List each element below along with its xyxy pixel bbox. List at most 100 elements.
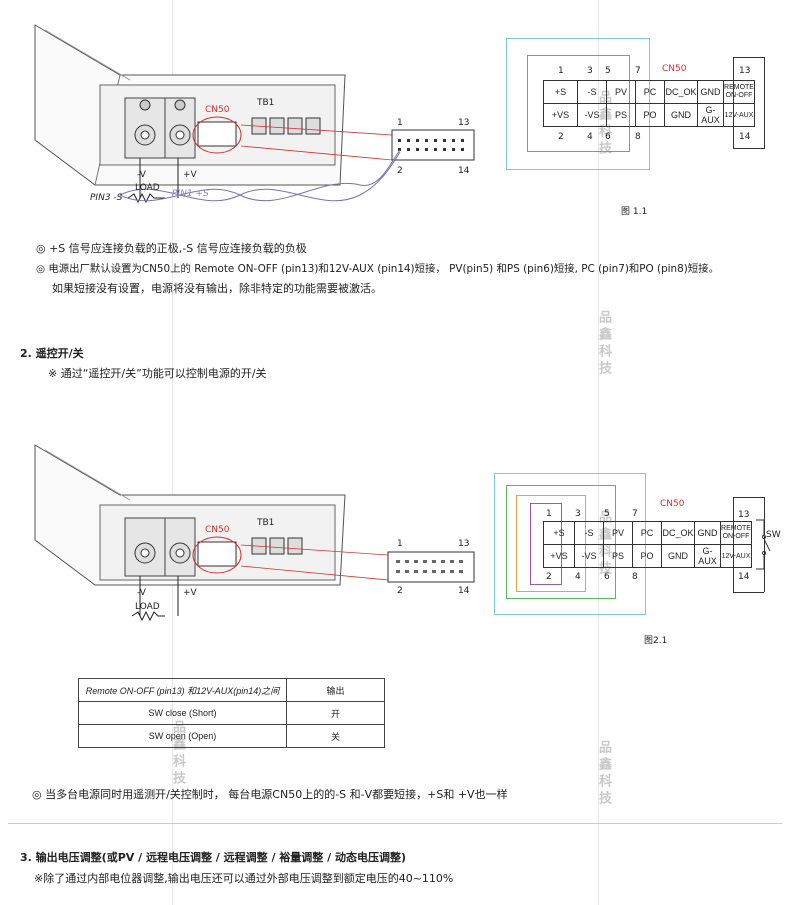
fig2-rem-box [733, 497, 765, 592]
note-line-2: ◎ 电源出厂默认设置为CN50上的 Remote ON-OFF (pin13)和… [36, 263, 719, 275]
fig2-num-13: 13 [738, 510, 750, 520]
cell: +S [543, 521, 575, 545]
cell: +S [543, 80, 578, 104]
sw-table-header-2: 输出 [286, 678, 385, 702]
fig2-cn50-table: +S -S PV PC DC_OK GND REMOTE ON-OFF +VS … [543, 521, 752, 568]
switch-icon [756, 519, 771, 570]
fig1-cn50-table: +S -S PV PC DC_OK GND REMOTE ON-OFF +VS … [543, 80, 755, 127]
fig1-num-14: 14 [739, 132, 751, 142]
fig2-cn50-label: CN50 [205, 525, 230, 535]
fig1-rem-box [733, 57, 765, 149]
cell: +VS [543, 103, 578, 127]
fig1-cn50-label: CN50 [205, 105, 230, 115]
fig1-num-4: 4 [587, 132, 593, 142]
sw-table-cell: SW close (Short) [78, 701, 287, 725]
watermark: 品鑫科技 [596, 310, 611, 378]
cell: PO [635, 103, 665, 127]
cell: GND [664, 103, 698, 127]
cell: PS [603, 544, 633, 568]
fig1-pin-14: 14 [458, 166, 470, 176]
cell: -S [574, 521, 604, 545]
fig1-rem-box-bottom [733, 148, 764, 149]
fig2-load: LOAD [135, 602, 160, 612]
cell: DC_OK [661, 521, 695, 545]
fig1-num-3: 3 [587, 66, 593, 76]
cell: G-AUX [697, 103, 724, 127]
fig2-tb1-label: TB1 [257, 518, 275, 528]
cell: +VS [543, 544, 575, 568]
fig1-pos-v: +V [183, 170, 197, 180]
cell: GND [661, 544, 695, 568]
figure2-psu-drawing [34, 444, 475, 622]
fig1-pin-2: 2 [397, 166, 403, 176]
fig1-num-5: 5 [605, 66, 611, 76]
fig2-num-3: 3 [575, 509, 581, 519]
section2-title: 2. 遥控开/关 [20, 347, 84, 360]
fig1-num-1: 1 [558, 66, 564, 76]
fig1-table-cn50: CN50 [662, 64, 687, 74]
note-line-1: ◎ +S 信号应连接负载的正极,-S 信号应连接负载的负极 [36, 242, 307, 255]
cell: G-AUX [694, 544, 721, 568]
fig2-pos-v: +V [183, 588, 197, 598]
fig2-num-14: 14 [738, 572, 750, 582]
fig1-rem-box-top [733, 57, 764, 58]
fig2-pin-13: 13 [458, 539, 470, 549]
fig2-num-2: 2 [546, 572, 552, 582]
fig1-neg-v: -V [137, 170, 146, 180]
watermark: 品鑫科技 [596, 740, 611, 808]
cell: -S [577, 80, 607, 104]
cell: 12V-AUX [720, 544, 752, 568]
section2-desc: ※ 通过“遥控开/关”功能可以控制电源的开/关 [48, 367, 267, 380]
fig2-rem-box-top [733, 497, 764, 498]
section-divider [8, 823, 782, 824]
cell: REMOTE ON-OFF [723, 80, 755, 104]
fig1-pin-13: 13 [458, 118, 470, 128]
fig2-num-6: 6 [604, 572, 610, 582]
fig2-caption: 图2.1 [644, 636, 668, 646]
fig1-num-2: 2 [558, 132, 564, 142]
cell: -VS [574, 544, 604, 568]
fig2-pin-1: 1 [397, 539, 403, 549]
fig2-num-5: 5 [604, 509, 610, 519]
fig2-num-4: 4 [575, 572, 581, 582]
cell: GND [694, 521, 721, 545]
fig2-rem-box-bottom [733, 592, 764, 593]
cell: PO [632, 544, 662, 568]
sw-table-header-1: Remote ON-OFF (pin13) 和12V-AUX(pin14)之间 [78, 678, 287, 702]
fig2-num-8: 8 [632, 572, 638, 582]
note-line-3: 如果短接没有设置，电源将没有输出，除非特定的功能需要被激活。 [52, 282, 382, 295]
fig1-num-6: 6 [605, 132, 611, 142]
cell: PS [606, 103, 636, 127]
cell: DC_OK [664, 80, 698, 104]
section3-desc: ※除了通过内部电位器调整,输出电压还可以通过外部电压调整到额定电压的40~110… [34, 872, 454, 885]
sw-table-cell: 关 [286, 724, 385, 748]
section3-title: 3. 输出电压调整(或PV / 远程电压调整 / 远程调整 / 裕量调整 / 动… [20, 851, 406, 864]
fig1-num-7: 7 [635, 66, 641, 76]
sw-table-cell: 开 [286, 701, 385, 725]
cell: 12V-AUX [723, 103, 755, 127]
fig2-sw-label: SW [766, 530, 781, 540]
cell: -VS [577, 103, 607, 127]
fig1-num-8: 8 [635, 132, 641, 142]
cell: PC [635, 80, 665, 104]
fig2-pin-14: 14 [458, 586, 470, 596]
fig1-caption: 图 1.1 [621, 207, 648, 217]
fig2-num-1: 1 [546, 509, 552, 519]
cell: REMOTE ON-OFF [720, 521, 752, 545]
fig1-num-13: 13 [739, 66, 751, 76]
cell: GND [697, 80, 724, 104]
figure1-psu-drawing [34, 24, 475, 204]
cell: PC [632, 521, 662, 545]
fig1-load: LOAD [135, 183, 160, 193]
fig2-pin-2: 2 [397, 586, 403, 596]
fig2-num-7: 7 [632, 509, 638, 519]
fig2-table-cn50: CN50 [660, 499, 685, 509]
fig2-neg-v: -V [137, 588, 146, 598]
cell: PV [603, 521, 633, 545]
fig1-pin3: PIN3 -S [90, 193, 123, 203]
fig1-pin-1: 1 [397, 118, 403, 128]
cell: PV [606, 80, 636, 104]
sw-table-cell: SW open (Open) [78, 724, 287, 748]
sw-state-table: Remote ON-OFF (pin13) 和12V-AUX(pin14)之间 … [78, 678, 385, 748]
fig1-tb1-label: TB1 [257, 98, 275, 108]
